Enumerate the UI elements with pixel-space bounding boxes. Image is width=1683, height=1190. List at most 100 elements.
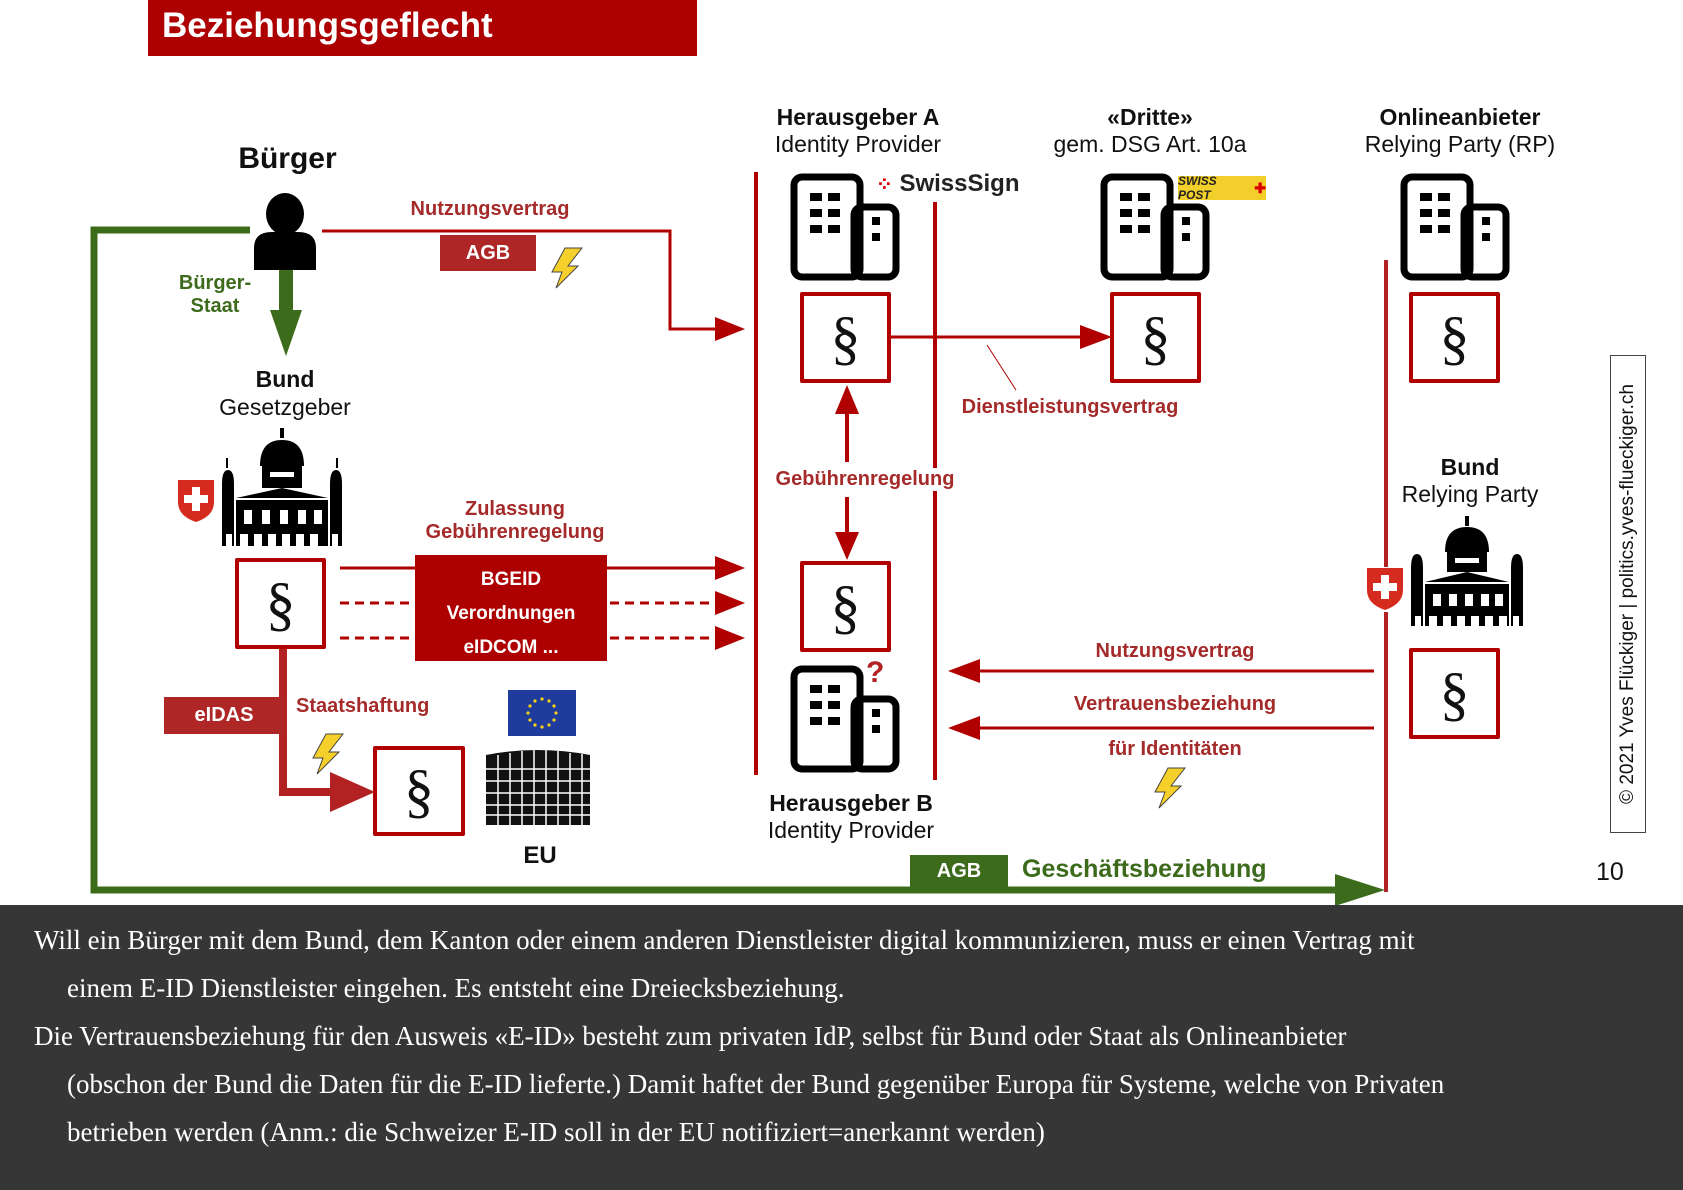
law-arrowhead-3 bbox=[715, 626, 745, 650]
swiss-shield-icon bbox=[1367, 568, 1403, 610]
dienstleistung-arrowhead bbox=[1080, 325, 1112, 349]
person-icon bbox=[254, 193, 316, 270]
slide: Beziehungsgeflecht Bürger Bürger- Staat … bbox=[90, 0, 1646, 905]
paragraph-symbol: § bbox=[1439, 304, 1470, 371]
caption-line-1: Will ein Bürger mit dem Bund, dem Kanton… bbox=[34, 925, 1415, 955]
fuer-identitaeten-label: für Identitäten bbox=[1108, 738, 1242, 760]
zulassung-label: Zulassung Gebührenregelung bbox=[410, 498, 620, 544]
onlineanbieter-title: Onlineanbieter bbox=[1379, 104, 1541, 130]
swisssign-logo-text: SwissSign bbox=[899, 170, 1020, 197]
title-bar: Beziehungsgeflecht bbox=[148, 0, 697, 56]
paragraph-symbol: § bbox=[830, 573, 861, 640]
swiss-post-logo-text: SWISS POST bbox=[1178, 174, 1217, 202]
paragraph-symbol: § bbox=[404, 758, 434, 824]
agb-bottom-tag: AGB bbox=[910, 855, 1008, 887]
swiss-post-logo: SWISS POST ✚ bbox=[1178, 174, 1266, 202]
paragraph-symbol: § bbox=[830, 304, 861, 371]
law-arrowhead-2 bbox=[715, 591, 745, 615]
herausgeber-b-subtitle: Identity Provider bbox=[767, 817, 935, 843]
laws-box: BGEID Verordnungen eIDCOM ... bbox=[415, 555, 607, 661]
nutzungsvertrag-top-arrowhead bbox=[715, 317, 745, 341]
eidas-line bbox=[279, 648, 340, 796]
swiss-post-cross-icon: ✚ bbox=[1254, 179, 1266, 196]
law-item: BGEID bbox=[480, 569, 542, 590]
paragraph-box-bund-rp: § bbox=[1409, 648, 1500, 739]
lightning-icon-bottom bbox=[1154, 767, 1187, 809]
zulassung-line2: Gebührenregelung bbox=[425, 521, 605, 543]
building-icon-herausgeber-a bbox=[790, 173, 900, 281]
dienstleistung-pointer bbox=[986, 344, 1017, 391]
gebuehr-arrowhead-down bbox=[835, 532, 859, 560]
vertrauensbeziehung-label: Vertrauensbeziehung bbox=[1073, 693, 1277, 715]
swiss-shield-icon bbox=[178, 480, 214, 522]
law-item: Verordnungen bbox=[446, 603, 576, 624]
nutzungsvertrag-bottom-label: Nutzungsvertrag bbox=[1095, 640, 1255, 662]
paragraph-box-bund-gesetzgeber: § bbox=[235, 558, 326, 649]
eu-parliament-icon bbox=[486, 750, 590, 825]
bund-gesetzgeber-title: Bund bbox=[255, 366, 315, 392]
dritte-title: «Dritte» bbox=[1107, 104, 1193, 130]
buerger-title: Bürger bbox=[238, 142, 337, 175]
onlineanbieter-subtitle: Relying Party (RP) bbox=[1364, 131, 1556, 157]
paragraph-box-dritte: § bbox=[1110, 292, 1201, 383]
buerger-staat-label-line2: Staat bbox=[190, 295, 240, 317]
zulassung-line1: Zulassung bbox=[464, 498, 565, 520]
nutzungsvertrag-top-label: Nutzungsvertrag bbox=[410, 198, 570, 220]
building-icon-dritte bbox=[1100, 173, 1210, 281]
green-loop-arrowhead bbox=[1335, 874, 1385, 905]
building-icon-onlineanbieter bbox=[1400, 173, 1510, 281]
eu-title: EU bbox=[523, 842, 557, 869]
green-loop-line bbox=[90, 226, 1340, 894]
swisssign-logo: ⁘ SwissSign bbox=[876, 170, 1019, 198]
dienstleistungsvertrag-label: Dienstleistungsvertrag bbox=[961, 396, 1179, 418]
paragraph-symbol: § bbox=[1439, 660, 1470, 727]
eidas-arrowhead bbox=[330, 772, 375, 812]
law-item: eIDCOM ... bbox=[463, 637, 559, 658]
herausgeber-a-subtitle: Identity Provider bbox=[774, 131, 942, 157]
page-number: 10 bbox=[1596, 858, 1624, 886]
bund-rp-title: Bund bbox=[1440, 454, 1500, 480]
lightning-icon-top bbox=[551, 247, 584, 289]
staatshaftung-label: Staatshaftung bbox=[296, 695, 430, 717]
paragraph-symbol: § bbox=[1140, 304, 1171, 371]
eidas-tag: eIDAS bbox=[164, 697, 284, 734]
paragraph-box-herausgeber-a: § bbox=[800, 292, 891, 383]
buerger-staat-shaft bbox=[279, 270, 293, 310]
vertrauen-arrowhead bbox=[948, 716, 980, 740]
herausgeber-a-title: Herausgeber A bbox=[776, 104, 940, 130]
paragraph-box-eu: § bbox=[373, 746, 465, 836]
nutzungsvertrag-top-line bbox=[322, 229, 720, 331]
building-icon-herausgeber-b bbox=[790, 665, 900, 773]
laws-list: BGEID Verordnungen eIDCOM ... bbox=[415, 563, 607, 665]
parliament-building-icon bbox=[1411, 516, 1523, 626]
question-mark-icon: ? bbox=[866, 656, 885, 689]
dritte-subtitle: gem. DSG Art. 10a bbox=[1053, 131, 1247, 157]
caption-line-5: betrieben werden (Anm.: die Schweizer E-… bbox=[67, 1117, 1045, 1147]
swisssign-dots-icon: ⁘ bbox=[876, 174, 893, 196]
bund-gesetzgeber-subtitle: Gesetzgeber bbox=[219, 394, 351, 420]
gebuehrenregelung-label: Gebührenregelung bbox=[770, 468, 960, 491]
buerger-staat-arrowhead bbox=[270, 310, 302, 356]
eu-flag-icon bbox=[508, 690, 576, 736]
paragraph-box-herausgeber-b: § bbox=[800, 561, 891, 652]
buerger-staat-label-line1: Bürger- bbox=[178, 272, 252, 294]
herausgeber-b-title: Herausgeber B bbox=[769, 790, 933, 816]
nutzungsvertrag-bottom-arrowhead bbox=[948, 659, 980, 683]
paragraph-symbol: § bbox=[265, 570, 296, 637]
gebuehr-arrowhead-up bbox=[835, 385, 859, 414]
buerger-staat-label: Bürger- Staat bbox=[170, 272, 260, 318]
geschaeftsbeziehung-label: Geschäftsbeziehung bbox=[1022, 855, 1267, 883]
parliament-building-icon bbox=[222, 428, 342, 546]
lightning-icon-eidas bbox=[312, 733, 345, 775]
agb-top-tag: AGB bbox=[440, 235, 536, 271]
bund-rp-subtitle: Relying Party bbox=[1401, 481, 1539, 507]
copyright-text: © 2021 Yves Flückiger | politics.yves-fl… bbox=[1617, 384, 1638, 804]
law-arrowhead-1 bbox=[715, 556, 745, 580]
caption-panel: Will ein Bürger mit dem Bund, dem Kanton… bbox=[0, 905, 1683, 1190]
copyright-box: © 2021 Yves Flückiger | politics.yves-fl… bbox=[1610, 355, 1646, 833]
caption-line-3: Die Vertrauensbeziehung für den Ausweis … bbox=[34, 1021, 1347, 1051]
paragraph-box-onlineanbieter: § bbox=[1409, 292, 1500, 383]
caption-line-4: (obschon der Bund die Daten für die E-ID… bbox=[67, 1069, 1445, 1099]
caption-line-2: einem E-ID Dienstleister eingehen. Es en… bbox=[67, 973, 845, 1003]
slide-title: Beziehungsgeflecht bbox=[162, 6, 493, 45]
